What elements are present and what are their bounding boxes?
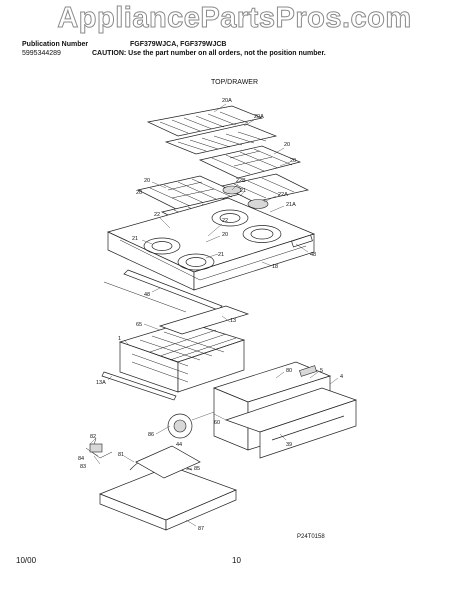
- callout-21: 21: [132, 236, 138, 242]
- callout-60: 60: [214, 420, 220, 426]
- watermark: AppliancePartsPros.com: [57, 2, 412, 35]
- callout-86: 86: [148, 432, 154, 438]
- callout-20a: 20A: [254, 114, 264, 120]
- callout-22: 22: [154, 212, 160, 218]
- knob-44: [167, 411, 215, 439]
- callout-20: 20: [284, 142, 290, 148]
- callout-1: 1: [118, 336, 121, 342]
- callout-48: 48: [144, 292, 150, 298]
- callout-5: 5: [320, 368, 323, 374]
- callout-20: 20: [290, 158, 296, 164]
- callout-4: 4: [340, 374, 343, 380]
- callout-65: 65: [136, 322, 142, 328]
- callout-20: 20: [136, 190, 142, 196]
- model-numbers: FGF379WJCA, FGF379WJCB: [130, 41, 227, 48]
- callout-20: 20: [144, 178, 150, 184]
- callout-21: 21: [240, 188, 246, 194]
- callout-13: 13: [230, 318, 236, 324]
- callout-20a: 20A: [222, 98, 232, 104]
- page-number: 10: [232, 556, 241, 565]
- callout-81: 81: [118, 452, 124, 458]
- footer-date: 10/00: [16, 556, 37, 565]
- callout-20: 20: [222, 232, 228, 238]
- callout-83: 83: [80, 464, 86, 470]
- callout-84: 84: [78, 456, 84, 462]
- callout-87: 87: [198, 526, 204, 532]
- cooktop-18: [106, 197, 316, 291]
- section-title: TOP/DRAWER: [210, 79, 259, 86]
- callout-22b: 22B: [236, 178, 246, 184]
- callout-labels: 20A 20A 20 20 20 20 22B 21 22A 21A 22 22…: [78, 98, 343, 532]
- publication-number: 5995344289: [22, 50, 61, 57]
- drawer-rack: [101, 305, 250, 401]
- callout-22: 22: [222, 218, 228, 224]
- callout-39: 39: [286, 442, 292, 448]
- callout-85: 85: [194, 466, 200, 472]
- callout-44: 44: [176, 442, 182, 448]
- callout-leaders: [89, 103, 339, 527]
- callout-21a: 21A: [286, 202, 296, 208]
- callout-18: 18: [272, 264, 278, 270]
- callout-80: 80: [286, 368, 292, 374]
- drawer-box: [212, 361, 358, 459]
- callout-82: 82: [90, 434, 96, 440]
- callout-13a: 13A: [96, 380, 106, 386]
- callout-21: 21: [218, 252, 224, 258]
- caution-note: CAUTION: Use the part number on all orde…: [92, 50, 326, 57]
- callout-48: 48: [310, 252, 316, 258]
- publication-label: Publication Number: [22, 41, 89, 48]
- grate-20a: [146, 105, 278, 155]
- broiler-pan-87: [85, 437, 237, 531]
- figure-code: P24T0158: [297, 534, 325, 540]
- callout-22a: 22A: [278, 192, 288, 198]
